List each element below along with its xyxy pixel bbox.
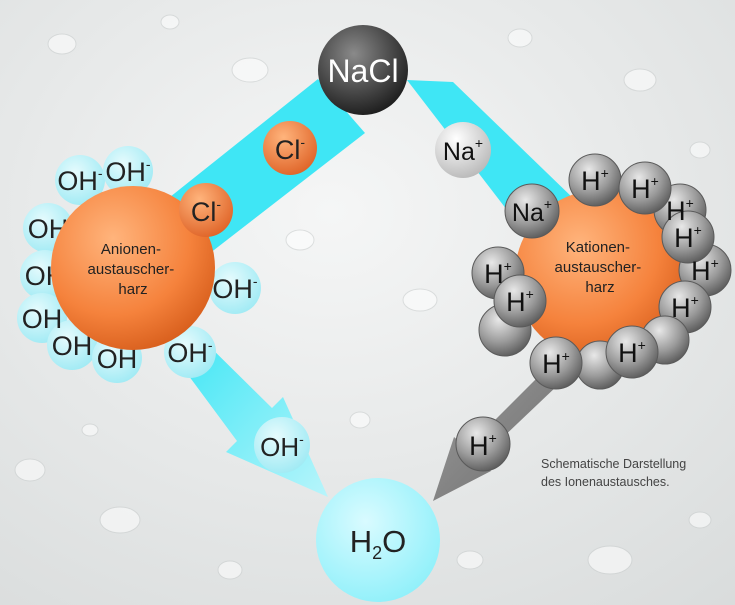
ion-symbol: OH [212,274,253,304]
svg-text:H+: H+ [484,258,512,289]
ion-charge: - [300,134,305,150]
cation-resin-hydrogen-ions [471,153,732,390]
ion-charge: + [504,258,512,274]
ion-symbol: OH [22,304,63,334]
ion-charge: + [694,222,702,238]
sodium-chloride-label: NaCl [327,53,398,89]
anion-resin-cluster: OH- OH- OH OH OH OH OH OH- OH- Anionen- … [17,146,261,383]
cation-resin-label-line: austauscher- [555,259,642,276]
ion-charge: + [489,430,497,446]
ion-symbol: Cl [191,197,217,227]
cation-resin-label-line: harz [585,279,614,296]
svg-text:OH: OH [22,304,63,334]
ion-charge: + [711,255,719,271]
ion-charge: + [475,135,483,151]
ion-symbol: OH [52,331,93,361]
svg-text:H+: H+ [674,222,702,253]
bound-sodium-ion [504,183,560,239]
ion-charge: - [253,273,258,289]
svg-text:H+: H+ [618,337,646,368]
cation-resin-label-line: Kationen- [566,239,630,256]
free-sodium-label: Na+ [443,135,483,166]
ion-symbol: H [469,431,489,461]
ion-charge: + [686,195,694,211]
svg-text:H+: H+ [631,173,659,204]
ion-symbol: H [691,256,711,286]
ion-symbol: H [542,349,562,379]
ion-symbol: H [618,338,638,368]
ion-charge: + [651,173,659,189]
ion-charge: - [216,196,221,212]
ion-symbol: Na [512,199,544,227]
ion-charge: + [544,196,552,212]
ion-charge: + [638,337,646,353]
sodium-chloride-sphere [318,25,408,115]
svg-text:H+: H+ [542,348,570,379]
released-hydroxide-label: OH- [260,431,304,462]
ion-symbol: H [674,223,694,253]
ion-charge: - [146,156,151,172]
ion-charge: + [601,165,609,181]
bound-sodium-label: Na+ [512,196,552,227]
anion-resin-label-line: Anionen- [101,241,161,258]
ion-symbol: H [581,166,601,196]
svg-text:OH-: OH- [212,273,258,304]
anion-resin-label-line: austauscher- [88,261,175,278]
ion-charge: - [299,431,304,447]
ion-symbol: H [666,196,686,226]
svg-text:OH-: OH- [167,337,213,368]
cation-resin [515,190,685,360]
anion-resin-label: Anionen- austauscher- harz [88,241,179,298]
ion-symbol: OH [167,338,208,368]
ion-charge: - [98,165,103,181]
ion-symbol: Na [443,138,475,166]
anion-resin [51,186,215,350]
ion-charge: - [208,337,213,353]
cation-resin-label: Kationen- austauscher- harz [555,239,646,296]
ion-symbol: OH [57,166,98,196]
free-chloride-ion [263,121,317,175]
released-hydrogen-label: H+ [469,430,497,461]
cation-resin-hydrogen-labels: H+ H+ H+ H+ H+ H+ H+ H+ H+ H+ [484,165,719,379]
svg-text:OH-: OH- [57,165,103,196]
water-label: H2O [350,524,407,563]
svg-text:OH-: OH- [105,156,151,187]
ion-symbol: H [484,259,504,289]
svg-text:H+: H+ [581,165,609,196]
caption-line: des Ionenaustausches. [541,475,670,489]
released-hydrogen-ion [455,416,511,472]
svg-text:H+: H+ [506,286,534,317]
anion-resin-label-line: harz [118,281,147,298]
anion-resin-hydroxide-labels: OH- OH- OH OH OH OH OH OH- OH- [22,156,258,374]
ion-symbol: H [506,287,526,317]
water-droplets [14,14,712,580]
ion-symbol: OH [260,432,299,462]
svg-text:OH: OH [52,331,93,361]
free-sodium-ion [435,122,491,178]
bound-chloride-label: Cl- [191,196,222,227]
water-molecule [316,478,440,602]
ion-symbol: H [631,174,651,204]
svg-text:H+: H+ [671,292,699,323]
released-hydroxide-ion [254,417,310,473]
svg-text:H+: H+ [691,255,719,286]
ion-symbol: Cl [275,135,301,165]
cation-resin-cluster: H+ H+ H+ H+ H+ H+ H+ H+ H+ H+ Kationen- … [471,153,732,390]
diagram-caption: Schematische Darstellung des Ionenaustau… [541,455,686,491]
ion-symbol: OH [105,157,146,187]
bound-chloride-ion [179,183,233,237]
ion-charge: + [691,292,699,308]
ion-charge: + [562,348,570,364]
caption-line: Schematische Darstellung [541,457,687,471]
svg-text:H+: H+ [666,195,694,226]
ion-charge: + [526,286,534,302]
free-chloride-label: Cl- [275,134,306,165]
ion-symbol: H [671,293,691,323]
